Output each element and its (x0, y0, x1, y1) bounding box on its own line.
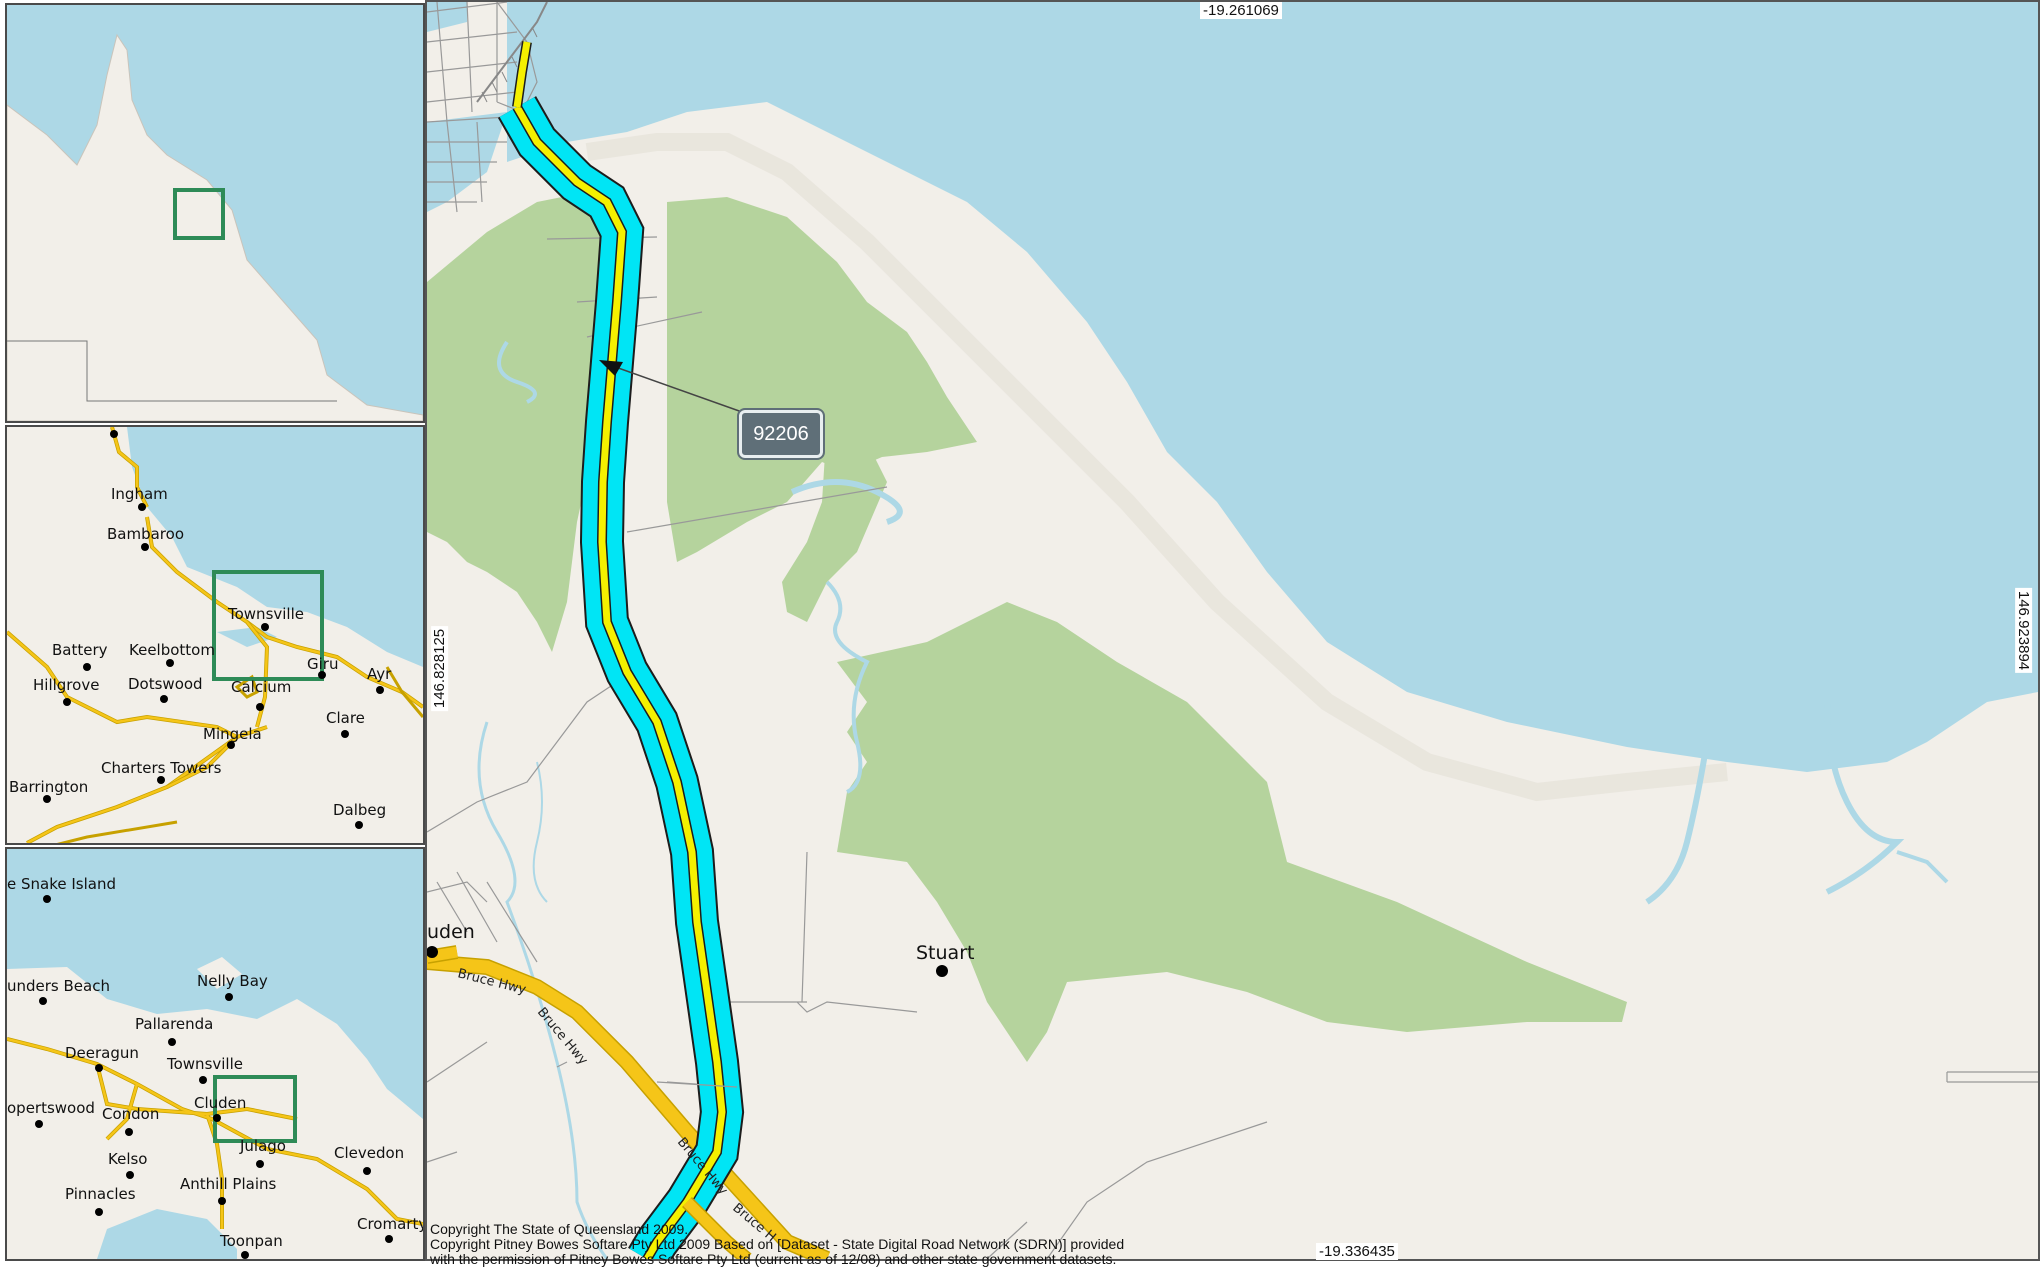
place-label: Stuart (916, 942, 974, 964)
coord-bottom: -19.336435 (1316, 1243, 1398, 1260)
regional-map-svg: Ingham Bambaroo Townsville Battery Keelb… (7, 427, 423, 843)
place-label: Dalbeg (333, 801, 386, 819)
place-label: Keelbottom (129, 641, 215, 659)
park-area (427, 192, 637, 652)
place-label: opertswood (7, 1099, 95, 1117)
copyright-line: Copyright The State of Queensland 2009. (430, 1221, 689, 1237)
place-label: Condon (102, 1105, 159, 1123)
place-label: Ayr (367, 665, 392, 683)
copyright-line: Copyright Pitney Bowes Softare Pty Ltd 2… (430, 1236, 1125, 1252)
place-label: Cromarty (357, 1215, 423, 1233)
inset-local-map: e Snake Island unders Beach Nelly Bay Pa… (5, 847, 425, 1261)
park-area (837, 602, 1627, 1062)
place-label: Battery (52, 641, 108, 659)
place-label: Toonpan (219, 1232, 283, 1250)
place-label: unders Beach (7, 977, 110, 995)
place-label: Townsville (227, 605, 304, 623)
place-label: Bambaroo (107, 525, 184, 543)
place-label: Anthill Plains (180, 1175, 277, 1193)
place-label: Mingela (203, 725, 262, 743)
place-label: e Snake Island (7, 875, 116, 893)
place-label: Julago (239, 1137, 286, 1155)
inset-regional-map: Ingham Bambaroo Townsville Battery Keelb… (5, 425, 425, 845)
place-label: Barrington (9, 778, 88, 796)
place-label: Pallarenda (135, 1015, 213, 1033)
overview-map-svg (7, 5, 423, 421)
overview-extent-box (173, 188, 225, 240)
route-id-callout[interactable]: 92206 (737, 408, 825, 460)
local-map-svg: e Snake Island unders Beach Nelly Bay Pa… (7, 849, 423, 1259)
main-map-svg[interactable]: Bruce Hwy Bruce Hwy Bruce Hwy Bruce H St… (427, 2, 2038, 1259)
place-label: Townsville (166, 1055, 243, 1073)
coord-top: -19.261069 (1200, 2, 1282, 19)
callout-leader (606, 363, 743, 413)
place-label: Hillgrove (33, 676, 99, 694)
place-label: Dotswood (128, 675, 203, 693)
place-label: Charters Towers (101, 759, 222, 777)
place-label: Calcium (231, 678, 291, 696)
place-label: Pinnacles (65, 1185, 136, 1203)
inset-overview-map (5, 3, 425, 423)
place-label: Nelly Bay (197, 972, 268, 990)
regional-extent-box (212, 570, 324, 681)
place-label: Clevedon (334, 1144, 404, 1162)
coord-right: 146.923894 (2015, 587, 2033, 674)
callout-arrowhead (599, 360, 623, 376)
place-label: Giru (307, 655, 338, 673)
copyright-line: with the permission of Pitney Bowes Soft… (430, 1251, 1117, 1267)
main-map[interactable]: Bruce Hwy Bruce Hwy Bruce Hwy Bruce H St… (425, 0, 2040, 1261)
place-label: Cluden (194, 1094, 246, 1112)
local-extent-box (213, 1075, 297, 1143)
town-marker (427, 946, 438, 958)
copyright-notice: Copyright The State of Queensland 2009. … (430, 1222, 1124, 1267)
park-area (667, 197, 977, 562)
place-label: Clare (326, 709, 365, 727)
place-label: uden (427, 921, 475, 943)
coord-left: 146.828125 (431, 625, 449, 712)
place-label: Kelso (108, 1150, 147, 1168)
town-marker (936, 965, 948, 977)
place-label: Deeragun (65, 1044, 139, 1062)
place-label: Ingham (111, 485, 168, 503)
